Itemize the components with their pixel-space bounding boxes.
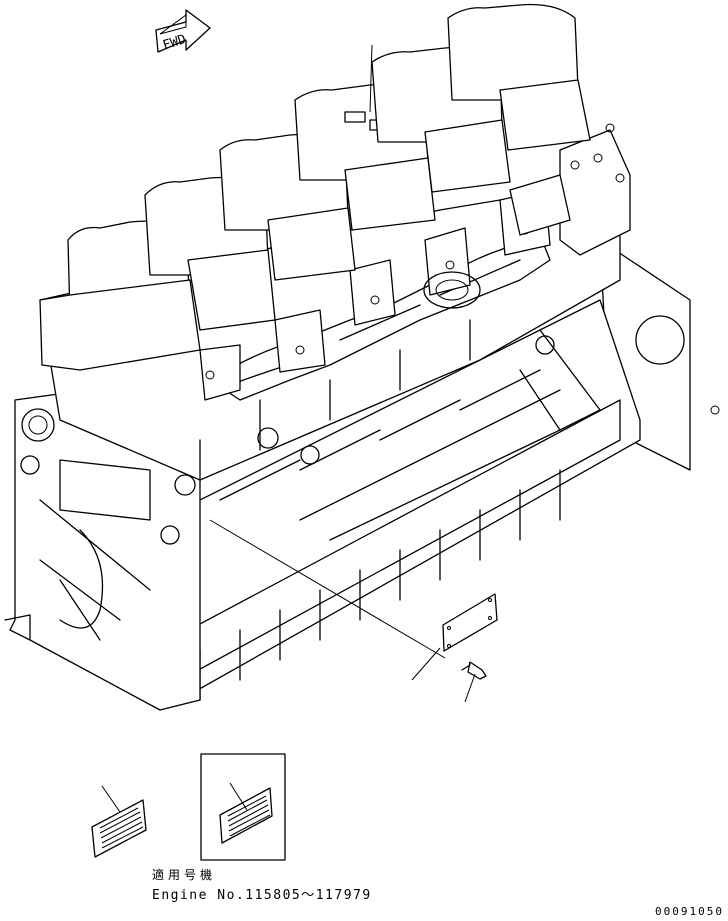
engine-serial-range: Engine No.115805～117979	[152, 888, 372, 903]
rivet-icon	[461, 661, 487, 680]
drawing-code: 00091050	[655, 905, 724, 918]
applicable-engine-label: 適用号機	[152, 868, 217, 882]
head-cover-6	[447, 3, 591, 151]
engine-block	[4, 239, 720, 711]
cylinder-head-covers	[39, 3, 591, 371]
loose-label	[91, 785, 147, 858]
fwd-arrow-icon: FWD	[155, 9, 211, 54]
fwd-label: FWD	[161, 32, 188, 54]
leader-lines	[209, 519, 476, 703]
nameplate	[442, 593, 498, 652]
turbo-housing	[509, 123, 631, 256]
inset-label-box	[200, 753, 286, 861]
